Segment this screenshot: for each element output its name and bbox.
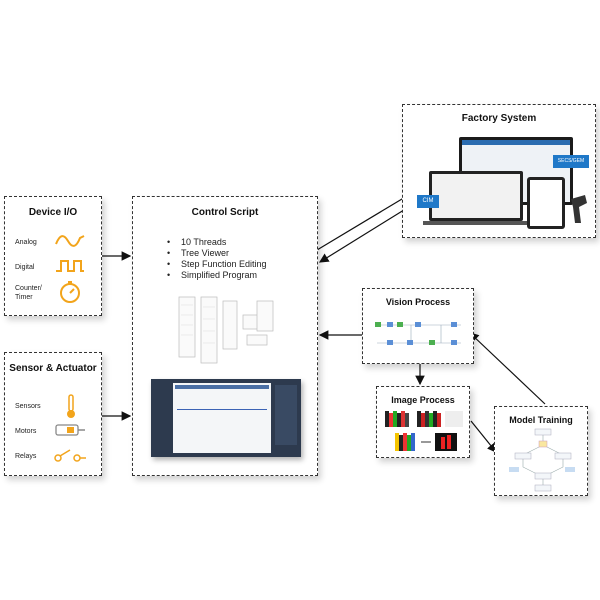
device-io-panel: Device I/O Analog Digital Counter/ Timer [4,196,102,316]
secs-gem-badge: SECS/GEM [553,155,589,168]
feature-item: Tree Viewer [167,248,267,259]
model-training-title: Model Training [509,415,573,425]
factory-system-title: Factory System [461,113,537,124]
motors-label: Motors [15,428,37,435]
vision-process-title: Vision Process [385,297,451,307]
feature-list: 10 Threads Tree Viewer Step Function Edi… [167,237,267,281]
device-io-title: Device I/O [28,207,78,218]
motor-icon [55,424,85,436]
laptop [429,171,523,221]
control-script-panel: Control Script 10 Threads Tree Viewer St… [132,196,318,476]
relay-icon [54,449,86,462]
flowchart-thumbnail [178,296,274,364]
digital-label: Digital [15,264,35,271]
vision-process-panel: Vision Process [362,288,474,364]
vision-flow-thumbnail [375,322,461,345]
analog-label: Analog [15,239,37,246]
feature-item: 10 Threads [167,237,267,248]
control-software-screenshot [151,379,301,457]
arrow-control-to-factory [316,192,414,251]
control-script-title: Control Script [191,207,259,218]
feature-item: Simplified Program [167,270,267,281]
arrow-image-to-model [470,420,497,453]
cim-badge: CIM [417,195,439,208]
arrow-model-to-vision [469,332,546,405]
thermometer-icon [67,394,75,418]
digital-pulse-icon [56,260,84,272]
sensor-actuator-panel: Sensor & Actuator Sensors Motors Relays [4,352,102,476]
image-process-title: Image Process [391,395,455,405]
analog-wave-icon [55,235,85,247]
image-process-panel: Image Process [376,386,470,458]
arrow-factory-to-control [318,204,413,263]
laptop-base [423,221,529,225]
feature-item: Step Function Editing [167,259,267,270]
image-samples-thumbnail [385,411,463,451]
stopwatch-icon [60,281,80,303]
factory-system-panel: Factory System CIM SECS/GEM [402,104,596,238]
barcode-scanner-icon [571,195,587,223]
sensors-label: Sensors [15,403,41,410]
tablet [527,177,565,229]
counter-timer-label: Counter/ Timer [15,285,42,301]
sensor-actuator-title: Sensor & Actuator [9,363,97,374]
training-flow-thumbnail [509,428,575,492]
model-training-panel: Model Training [494,406,588,496]
relays-label: Relays [15,453,37,460]
